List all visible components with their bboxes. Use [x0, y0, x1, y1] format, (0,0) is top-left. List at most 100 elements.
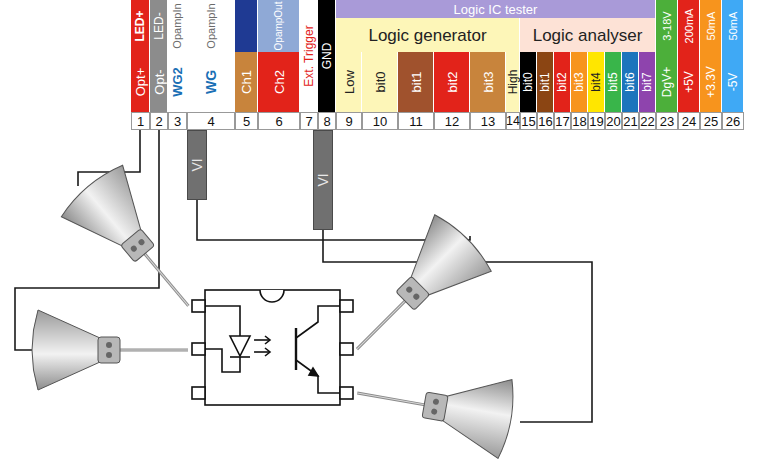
pin-cell: Ext. Trigger: [300, 0, 318, 112]
pin-cell: 23: [656, 112, 678, 130]
pin-cell: 8: [318, 112, 336, 130]
pin-cell: 11: [398, 112, 434, 130]
pin-number: 14: [506, 115, 520, 128]
pin-cell: LED-: [150, 0, 168, 52]
pin-cell: Ch1: [235, 52, 258, 112]
pin-label: 200mA: [683, 9, 694, 44]
pin-label: bit0: [522, 72, 534, 91]
pin-label: Logic analyser: [524, 27, 652, 44]
probe-clip: [350, 354, 518, 459]
pin-label: bit3: [481, 72, 494, 93]
pin-label: bit1: [539, 72, 551, 91]
pin-label: -5V: [727, 73, 739, 92]
pin-label: OpampIn: [205, 3, 216, 48]
pin-cell: OpampIn: [168, 0, 187, 52]
pin-label: 50mA: [705, 12, 716, 41]
pin-label: +3.3V: [705, 66, 717, 98]
pin-cell: 14: [506, 112, 520, 130]
pin-cell: 7: [300, 112, 318, 130]
pin-number: 11: [409, 115, 423, 128]
pin-label: Low: [342, 70, 355, 94]
pin-cell: Logic analyser: [520, 18, 656, 52]
pin-cell: 4: [187, 112, 235, 130]
pin-cell: -5V: [722, 52, 744, 112]
pin-number: 18: [572, 115, 586, 128]
pin-cell: OpampOut: [258, 0, 300, 52]
pin-cell: 50mA: [700, 0, 722, 52]
pin-cell: 25: [700, 112, 722, 130]
pin-number: 26: [726, 115, 740, 128]
pin-cell: Opt-: [150, 52, 168, 112]
pin-number: 6: [275, 115, 282, 128]
pin-cell: bit0: [362, 52, 398, 112]
pin-cell: 13: [470, 112, 506, 130]
pin-label: GND: [321, 43, 333, 70]
pin-number: 10: [373, 115, 387, 128]
pin-cell: +3.3V: [700, 52, 722, 112]
pin-number: 25: [704, 115, 718, 128]
pin-label: Logic IC tester: [454, 3, 538, 16]
pin-cell: 6: [258, 112, 300, 130]
pin-cell: 22: [639, 112, 656, 130]
pin-cell: Opt+: [131, 52, 150, 112]
pin-cell: bit2: [554, 52, 571, 112]
pin-cell: bit1: [398, 52, 434, 112]
pin-cell: bit1: [537, 52, 554, 112]
probe-label: VI: [316, 173, 330, 186]
probe-clip: [32, 310, 188, 390]
pin-cell: 3-18V: [656, 0, 678, 52]
pin-number: 7: [305, 115, 312, 128]
pin-number: 21: [623, 115, 637, 128]
pin-label: 3-18V: [661, 11, 672, 40]
pin-label: Opt+: [134, 68, 147, 97]
pin-label: bit4: [590, 72, 602, 91]
pin-cell: 19: [588, 112, 605, 130]
pin-number: 2: [155, 115, 162, 128]
pin-number: 4: [207, 115, 214, 128]
pin-cell: 200mA: [678, 0, 700, 52]
pin-cell: 20: [605, 112, 622, 130]
optocoupler-ic: [192, 290, 353, 405]
pin-cell: bit4: [588, 52, 605, 112]
pin-label: bit7: [641, 72, 653, 91]
pin-number: 23: [660, 115, 674, 128]
pin-cell: bit3: [470, 52, 506, 112]
pin-cell: bit3: [571, 52, 588, 112]
pin-label: bit1: [409, 72, 422, 93]
wires: [15, 130, 592, 422]
pin-cell: bit0: [520, 52, 537, 112]
pin-label: Ch1: [240, 70, 253, 94]
pin-number: 5: [243, 115, 250, 128]
pin-cell: +5V: [678, 52, 700, 112]
pin-cell: bit6: [622, 52, 639, 112]
pin-number: 8: [323, 115, 330, 128]
pin-label: WG: [204, 70, 218, 94]
pin-number: 17: [555, 115, 569, 128]
pin-cell: 15: [520, 112, 537, 130]
pin-label: bit2: [445, 72, 458, 93]
pin-number: 24: [682, 115, 696, 128]
pin-label: DgV+: [661, 67, 673, 97]
pin-cell: 16: [537, 112, 554, 130]
probe-clip: [329, 210, 496, 377]
pin-label: Opt-: [152, 69, 165, 94]
pin-label: OpampIn: [172, 3, 183, 48]
pin-cell: 24: [678, 112, 700, 130]
pin-label: High: [507, 70, 519, 95]
pin-cell: WG: [187, 52, 235, 112]
pin-cell: OpampIn: [187, 0, 235, 52]
pin-cell: 21: [622, 112, 639, 130]
pin-label: Logic generator: [340, 27, 516, 44]
pin-label: 50mA: [727, 12, 738, 41]
pin-cell: LED+: [131, 0, 150, 52]
pin-number: 13: [481, 115, 495, 128]
pin-cell: 50mA: [722, 0, 744, 52]
pin-cell: Logic IC tester: [336, 0, 656, 18]
pin-cell: bit2: [434, 52, 470, 112]
pin-cell: Ch2: [258, 52, 300, 112]
pin-cell: 17: [554, 112, 571, 130]
pin-cell: WG2: [168, 52, 187, 112]
pin-cell: 12: [434, 112, 470, 130]
probe-box: VI: [313, 130, 333, 230]
